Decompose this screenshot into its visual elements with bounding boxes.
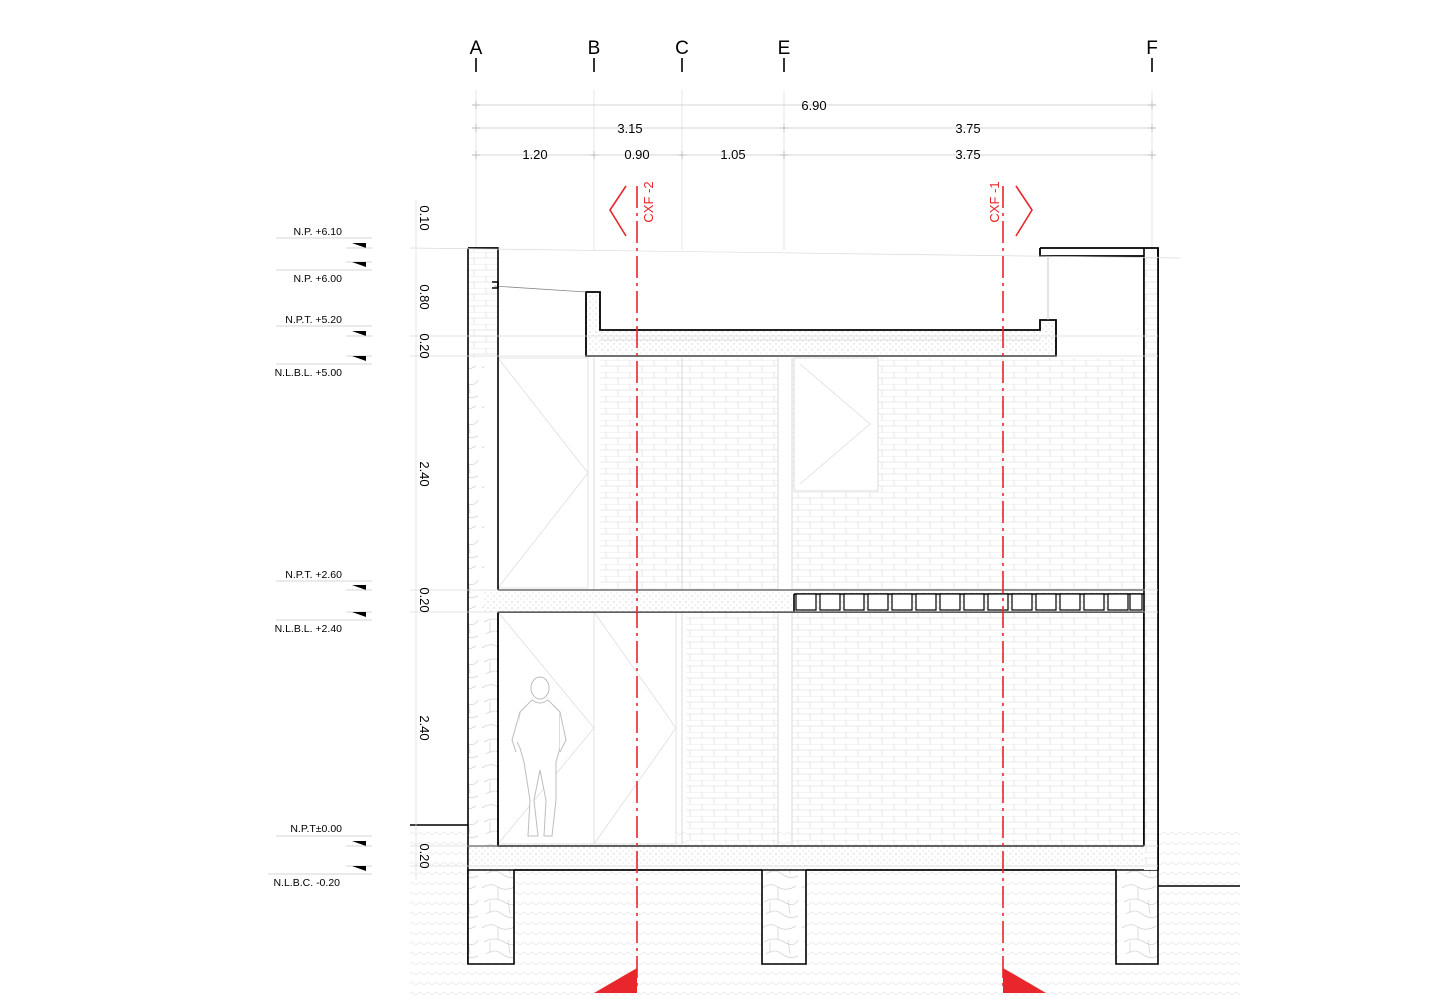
- brick-walls: [497, 357, 1144, 845]
- vdim-7: 0.20: [417, 843, 432, 868]
- axis-label-f: F: [1146, 38, 1158, 59]
- axis-label-c: C: [675, 38, 689, 59]
- vdim-1: 0.10: [417, 205, 432, 230]
- level-markers: N.P. +6.10 N.P. +6.00 N.P.T. +5.20 N.L.B…: [268, 226, 372, 889]
- section-arrow-right: [1003, 968, 1046, 993]
- svg-text:N.L.B.L. +5.00: N.L.B.L. +5.00: [275, 367, 343, 379]
- vdim-3: 0.20: [417, 333, 432, 358]
- dim-row3-c: 1.05: [720, 147, 745, 162]
- axis-label-a: A: [470, 38, 483, 59]
- level-np600: N.P. +6.00: [276, 261, 372, 285]
- level-np610: N.P. +6.10: [276, 226, 372, 249]
- horizontal-dimensions: 6.90 3.15 3.75 1.20 0.90 1.05 3.75: [472, 98, 1156, 162]
- vdim-5: 0.20: [417, 587, 432, 612]
- dim-row2-right: 3.75: [955, 121, 980, 136]
- svg-text:N.P.T. +2.60: N.P.T. +2.60: [285, 569, 342, 581]
- section-cut-left: CXF -2: [594, 181, 656, 993]
- svg-text:N.P.T. +5.20: N.P.T. +5.20: [285, 314, 342, 326]
- level-nlbc020: N.L.B.C. -0.20: [268, 865, 372, 889]
- svg-text:N.P. +6.00: N.P. +6.00: [293, 273, 342, 285]
- axis-label-e: E: [778, 38, 791, 59]
- section-cuts: CXF -2 CXF -1: [594, 181, 1046, 993]
- building-structure: [409, 247, 1181, 965]
- dim-row3-b: 0.90: [624, 147, 649, 162]
- svg-text:N.L.B.L. +2.40: N.L.B.L. +2.40: [275, 623, 343, 635]
- dim-total: 6.90: [801, 98, 826, 113]
- dim-row3-a: 1.20: [522, 147, 547, 162]
- vdim-6: 2.40: [417, 715, 432, 740]
- level-npt260: N.P.T. +2.60: [276, 569, 372, 591]
- dim-row3-d: 3.75: [955, 147, 980, 162]
- level-nlbl240: N.L.B.L. +2.40: [275, 611, 372, 635]
- section-cut-label-right: CXF -1: [987, 181, 1002, 222]
- human-scale-figure: [511, 676, 567, 837]
- dim-row2-left: 3.15: [617, 121, 642, 136]
- section-arrow-left: [594, 968, 637, 993]
- joist-ribs: [795, 593, 1143, 611]
- svg-text:N.P. +6.10: N.P. +6.10: [293, 226, 342, 238]
- vdim-2: 0.80: [417, 284, 432, 309]
- level-npt520: N.P.T. +5.20: [276, 314, 372, 337]
- vdim-4: 2.40: [417, 461, 432, 486]
- section-cut-right: CXF -1: [987, 181, 1046, 993]
- svg-text:N.P.T±0.00: N.P.T±0.00: [290, 823, 342, 835]
- level-npt000: N.P.T±0.00: [276, 823, 372, 847]
- vertical-dimensions: 0.10 0.80 0.20 2.40 0.20 2.40 0.20: [415, 200, 432, 880]
- axis-label-b: B: [588, 38, 601, 59]
- grid-axes: A B C E F: [470, 38, 1158, 250]
- svg-text:N.L.B.C. -0.20: N.L.B.C. -0.20: [273, 877, 340, 889]
- level-nlbl500: N.L.B.L. +5.00: [275, 355, 372, 379]
- section-cut-label-left: CXF -2: [641, 181, 656, 222]
